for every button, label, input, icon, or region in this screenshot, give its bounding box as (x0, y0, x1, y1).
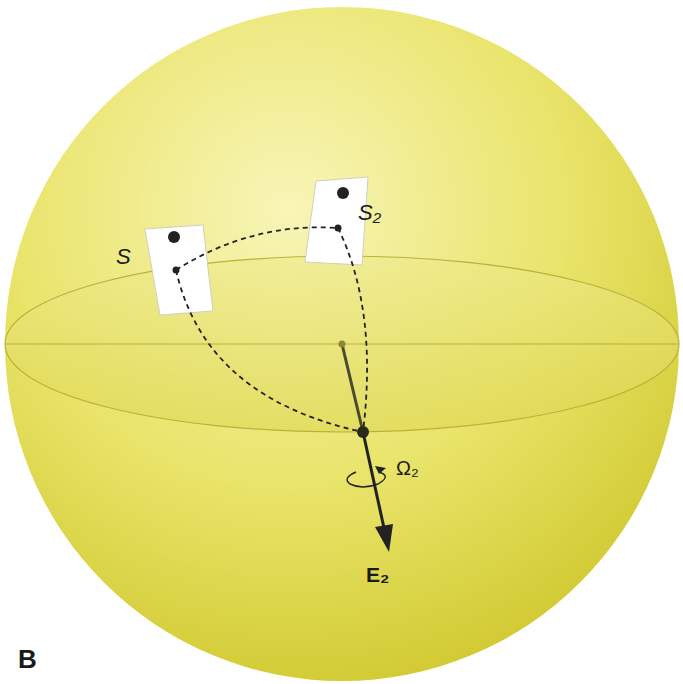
rotation-rod (342, 344, 363, 432)
equator-plane (5, 256, 679, 432)
arrow-head (375, 524, 393, 552)
sample-card (145, 225, 213, 315)
sample-label: S (116, 246, 131, 268)
sample-label: S₂ (358, 202, 381, 224)
rotation-head (375, 466, 386, 474)
dashed-arc (176, 270, 363, 432)
center-dot (339, 341, 346, 348)
pole-point (357, 426, 369, 438)
sample-dot (335, 225, 342, 232)
pole-dot (337, 187, 349, 199)
sample-dot (173, 267, 180, 274)
axis-label: E₂ (366, 564, 389, 585)
pole-dot (168, 231, 180, 243)
dashed-arc (176, 227, 338, 270)
panel-letter: B (18, 646, 37, 672)
rotation-loop (347, 472, 385, 487)
dashed-arc (338, 228, 367, 432)
sphere (5, 7, 679, 681)
rotation-label: Ω₂ (396, 458, 419, 478)
axis-arrow (363, 432, 384, 528)
